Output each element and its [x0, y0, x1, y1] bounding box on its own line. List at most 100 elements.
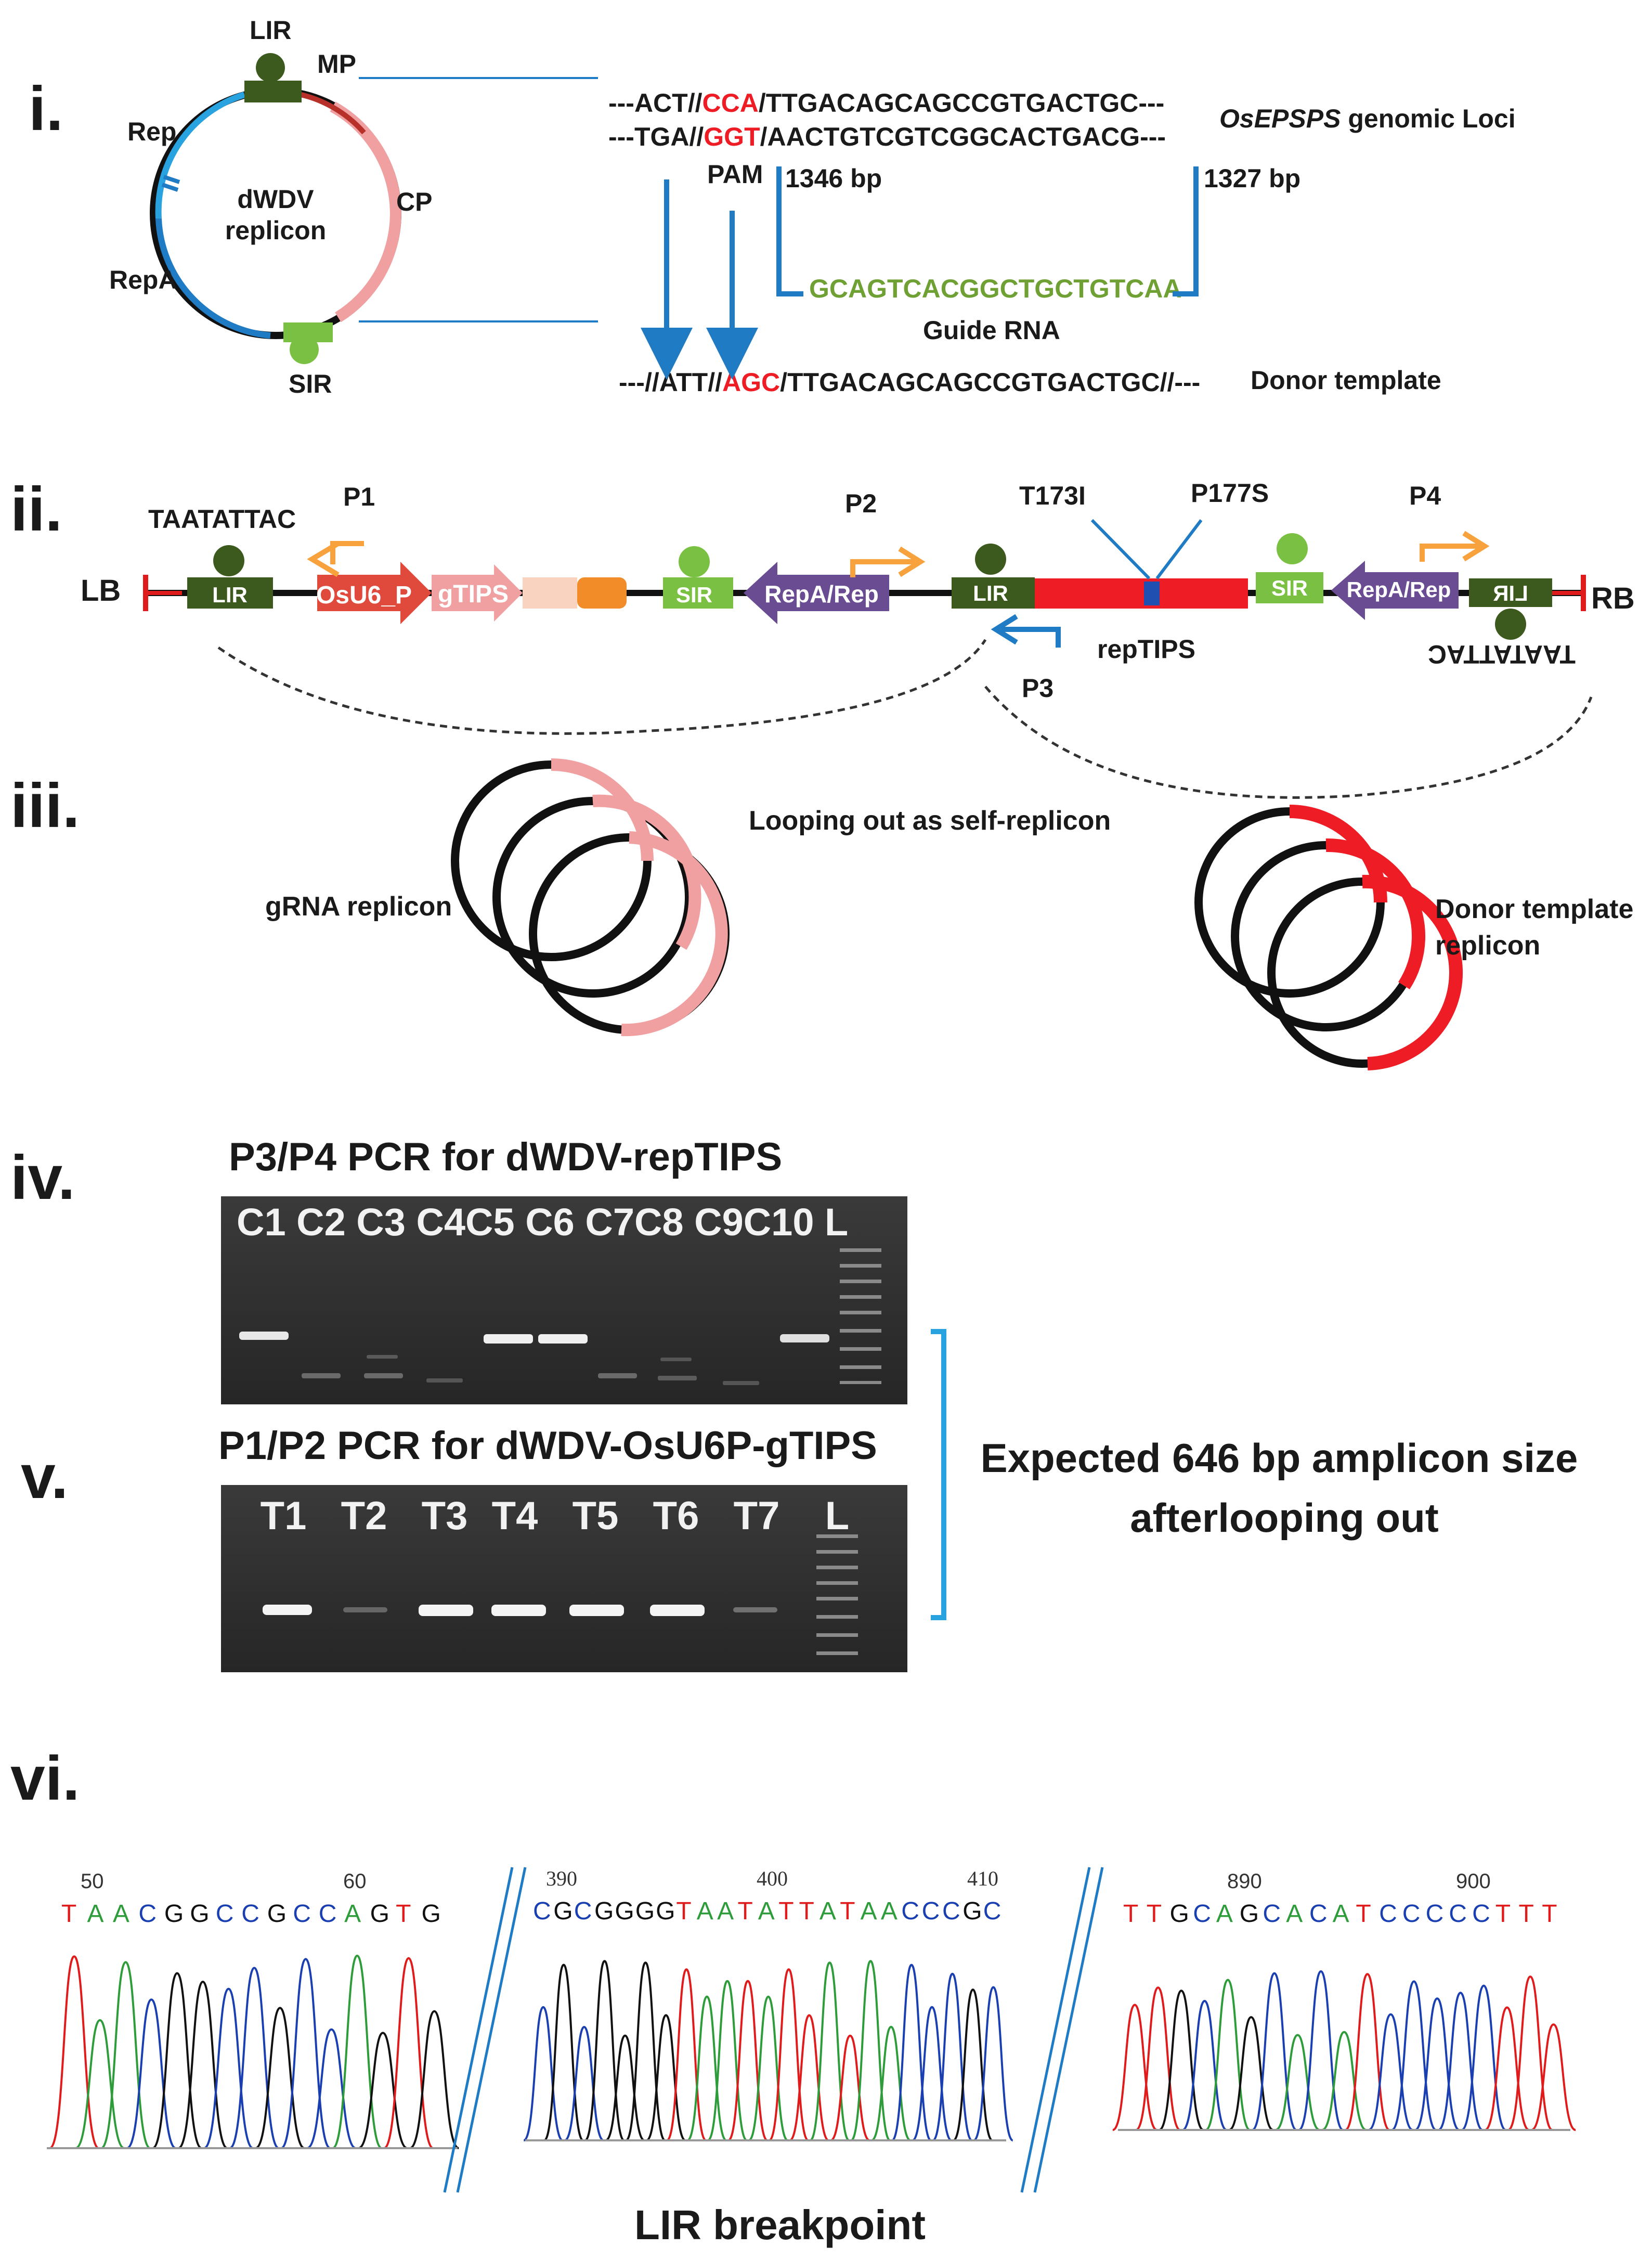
p4-label: P4	[1409, 481, 1441, 510]
svg-text:T2: T2	[341, 1494, 387, 1538]
lir-2-loop-icon	[975, 544, 1006, 575]
lir-2-box	[952, 577, 1035, 609]
panel-ii: LB RB TAATATTAC TAATATTAC P1 P2 P3 P4 T1…	[81, 479, 1635, 799]
trace-peak	[1368, 2013, 1413, 2131]
svg-text:890: 890	[1227, 1870, 1262, 1893]
gel-iv-title: P3/P4 PCR for dWDV-repTIPS	[229, 1135, 782, 1179]
panel-v: P1/P2 PCR for dWDV-OsU6P-gTIPS T1 T2 T3 …	[218, 1329, 1578, 1672]
scaffold-box	[523, 577, 577, 609]
gel-v-lane-labels: T1 T2 T3 T4 T5 T6 T7 L	[261, 1494, 850, 1538]
panel-iii: Looping out as self-replicon gRNA replic…	[265, 758, 1633, 1070]
svg-text:50: 50	[81, 1870, 104, 1893]
trace-peak	[358, 2032, 408, 2149]
trace-peak	[1321, 2031, 1367, 2131]
guide-sequence: GCAGTCACGGCTGCTGTCAA	[809, 274, 1182, 303]
donor-label: Donor template	[1251, 366, 1441, 395]
loop-curve-grna	[217, 639, 987, 735]
trace-peak	[769, 1968, 809, 2141]
trace-peak	[49, 1955, 99, 2149]
p1-label: P1	[343, 482, 375, 511]
trace-peak	[1205, 1979, 1251, 2131]
trace-peak	[1228, 2016, 1274, 2131]
trace-peak	[1531, 2023, 1576, 2131]
trace-peak	[748, 1995, 788, 2141]
trace-peak	[850, 1960, 891, 2141]
trace-peak	[891, 1964, 932, 2141]
osu6-promoter-arrow	[317, 562, 432, 624]
lir-3-label: LIR	[1493, 581, 1528, 605]
primer-p2-arrow	[850, 559, 915, 577]
lir-box	[244, 81, 302, 102]
trace-peak	[1507, 1975, 1553, 2131]
trace-peak	[953, 1988, 993, 2141]
sir-2-box	[1256, 572, 1323, 603]
sir-2-label: SIR	[1271, 576, 1308, 600]
guide-label: Guide RNA	[923, 316, 1060, 345]
svg-text:T3: T3	[422, 1494, 468, 1538]
primer-p3-arrow	[1001, 627, 1061, 648]
donor-replicon-rings	[1194, 805, 1463, 1070]
gel-v	[221, 1485, 907, 1672]
donor-replicon-label-line2: replicon	[1435, 931, 1540, 961]
trace-peak	[332, 1954, 382, 2149]
svg-text:T7: T7	[734, 1494, 780, 1538]
panel-i: dWDV replicon LIR MP Rep CP RepA SIR ---…	[109, 16, 1516, 398]
gel-iv-lane-labels: C1 C2 C3 C4C5 C6 C7C8 C9C10 L	[237, 1200, 848, 1244]
rep-2-label: RepA/Rep	[1347, 577, 1451, 602]
taatattac-right: TAATATTAC	[1428, 640, 1576, 669]
trace-peak	[178, 1980, 228, 2149]
panel-label-ii: ii.	[10, 474, 62, 544]
trace-peak	[1159, 1990, 1204, 2131]
svg-text:T4: T4	[492, 1494, 538, 1538]
sir-label: SIR	[289, 369, 332, 398]
mutation-marker	[1144, 582, 1160, 605]
lir-1-label: LIR	[212, 583, 248, 607]
trace-peak	[1414, 1997, 1460, 2131]
lir-label: LIR	[250, 16, 292, 45]
expected-line1: Expected 646 bp amplicon size	[981, 1435, 1578, 1481]
p3-label: P3	[1022, 674, 1053, 703]
loop-curve-donor	[984, 686, 1593, 799]
panel-label-iii: iii.	[10, 771, 80, 841]
sir-loop-icon	[290, 335, 319, 364]
svg-text:900: 900	[1456, 1870, 1491, 1893]
lir-breakpoint-label: LIR breakpoint	[634, 2202, 926, 2248]
seq-bottom: ---TGA//GGT/AACTGTCGTCGGCACTGACG---	[608, 122, 1166, 151]
looping-label: Looping out as self-replicon	[749, 806, 1111, 836]
svg-text:410: 410	[967, 1867, 998, 1890]
p2-label: P2	[845, 489, 877, 518]
p177s-label: P177S	[1191, 479, 1269, 508]
trace-peak	[1182, 1999, 1228, 2131]
svg-text:L: L	[825, 1494, 849, 1538]
svg-text:T5: T5	[573, 1494, 619, 1538]
trace-peak	[126, 1998, 176, 2149]
panel-label-vi: vi.	[10, 1744, 80, 1813]
trace-peak	[973, 1986, 1013, 2141]
donor-sequence: ---//ATT//AGC/TTGACAGCAGCCGTGACTGC//---	[619, 368, 1200, 397]
gel-v-bands	[263, 1605, 777, 1616]
donor-replicon-label-line1: Donor template	[1435, 894, 1633, 924]
trace-peak	[830, 2034, 870, 2141]
trace-peak	[707, 1980, 748, 2141]
bp-right-label: 1327 bp	[1204, 164, 1300, 193]
primer-p4-arrow	[1420, 544, 1479, 562]
rep-2-arrow	[1331, 561, 1459, 620]
mp-arc	[296, 91, 366, 135]
trace-peak	[646, 2014, 686, 2141]
trace-peak	[306, 2028, 357, 2149]
trace-peak	[727, 1980, 768, 2141]
pam-label: PAM	[707, 160, 763, 189]
sir-1-box	[663, 577, 733, 609]
trace-peak	[584, 1960, 626, 2141]
trace-peak	[229, 1967, 279, 2149]
replicon-label-line1: dWDV	[237, 185, 314, 214]
panel-label-i: i.	[29, 74, 63, 144]
gel-v-title: P1/P2 PCR for dWDV-OsU6P-gTIPS	[218, 1424, 877, 1468]
lir-1-box	[187, 577, 273, 609]
trace-peak	[383, 1957, 434, 2149]
rep-arc	[155, 92, 245, 219]
